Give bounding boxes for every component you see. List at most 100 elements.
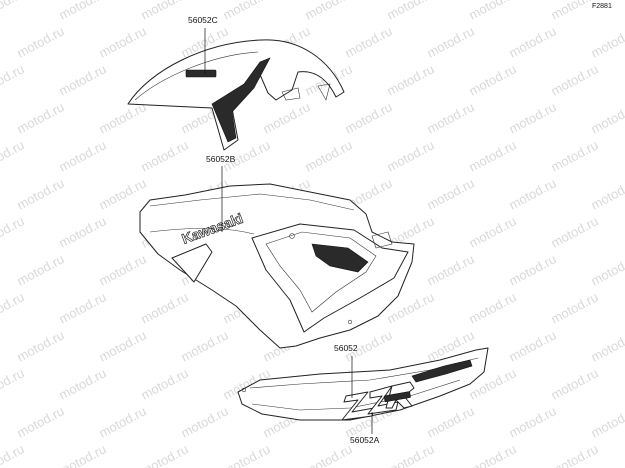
watermark-text: motod.ru	[384, 441, 436, 468]
watermark-text: motod.ru	[466, 289, 518, 326]
watermark-text: motod.ru	[14, 251, 66, 288]
fairing-left-vent	[171, 243, 213, 283]
watermark-text: motod.ru	[588, 403, 625, 440]
watermark-text: motod.ru	[424, 403, 476, 440]
watermark-text: motod.ru	[96, 23, 148, 60]
watermark-text: motod.ru	[0, 137, 27, 174]
front-fender-inner-line	[134, 51, 259, 101]
fairing-part-label[interactable]: 56052B	[206, 154, 236, 164]
fairing-bottom-fold	[149, 228, 255, 235]
watermark-text: motod.ru	[424, 23, 476, 60]
tail-cover-bolt-hole	[241, 387, 247, 393]
watermark-text: motod.ru	[56, 61, 108, 98]
watermark-text: motod.ru	[178, 327, 230, 364]
watermark-text: motod.ru	[588, 99, 625, 136]
front-fender-tab	[317, 83, 331, 101]
watermark-text: motod.ru	[56, 365, 108, 402]
watermark-text: motod.ru	[384, 137, 436, 174]
watermark-text: motod.ru	[302, 441, 354, 468]
watermark-text: motod.ru	[506, 175, 558, 212]
front-fender-bolt-hole	[223, 95, 229, 101]
watermark-text: motod.ru	[384, 61, 436, 98]
watermark-text: motod.ru	[506, 403, 558, 440]
fairing-bolt-hole-lower	[347, 319, 353, 325]
watermark-text: motod.ru	[138, 289, 190, 326]
watermark-text: motod.ru	[138, 0, 190, 23]
tail-cover-group: 56052 56052A	[237, 343, 489, 445]
watermark-text: motod.ru	[588, 327, 625, 364]
watermark-text: motod.ru	[466, 137, 518, 174]
watermark-text: motod.ru	[14, 403, 66, 440]
tail-cover-stripe[interactable]	[411, 359, 473, 383]
watermark-text: motod.ru	[424, 251, 476, 288]
front-fender-decal-stripe[interactable]	[211, 57, 271, 143]
watermark-text: motod.ru	[0, 289, 27, 326]
watermark-text: motod.ru	[178, 403, 230, 440]
watermark-text: motod.ru	[14, 175, 66, 212]
watermark-text: motod.ru	[302, 137, 354, 174]
watermark-text: motod.ru	[506, 251, 558, 288]
tail-logo-badge	[383, 391, 411, 403]
watermark-text: motod.ru	[548, 61, 600, 98]
watermark-text: motod.ru	[506, 327, 558, 364]
watermark-text: motod.ru	[548, 441, 600, 468]
fairing-decal-panel[interactable]	[311, 243, 369, 273]
watermark-text: motod.ru	[384, 0, 436, 23]
watermark-text: motod.ru	[466, 441, 518, 468]
watermark-text: motod.ru	[96, 251, 148, 288]
watermark-text: motod.ru	[96, 175, 148, 212]
watermark-text: motod.ru	[138, 137, 190, 174]
tail-logo-decal[interactable]	[341, 381, 415, 421]
watermark-text: motod.ru	[0, 213, 27, 250]
watermark-text: motod.ru	[138, 365, 190, 402]
watermark-text: motod.ru	[466, 61, 518, 98]
watermark-text: motod.ru	[14, 327, 66, 364]
watermark-text: motod.ru	[96, 403, 148, 440]
figure-code: F2881	[592, 3, 612, 10]
watermark-text: motod.ru	[0, 0, 27, 23]
tail-cover-lower-line	[251, 379, 461, 411]
watermark-text: motod.ru	[548, 213, 600, 250]
watermark-text: motod.ru	[56, 289, 108, 326]
watermark-text: motod.ru	[56, 213, 108, 250]
watermark-text: motod.ru	[56, 137, 108, 174]
watermark-text: motod.ru	[342, 23, 394, 60]
watermark-text: motod.ru	[260, 99, 312, 136]
fairing-top-edge	[149, 193, 355, 211]
watermark-text: motod.ru	[548, 137, 600, 174]
watermark-text: motod.ru	[506, 99, 558, 136]
front-fender-part-label[interactable]: 56052C	[188, 15, 218, 25]
watermark-text: motod.ru	[588, 175, 625, 212]
tail-cover-shape	[237, 347, 489, 421]
watermark-text: motod.ru	[302, 0, 354, 23]
watermark-text: motod.ru	[14, 23, 66, 60]
watermark-text: motod.ru	[0, 61, 27, 98]
watermark-text: motod.ru	[424, 99, 476, 136]
watermark-text: motod.ru	[96, 327, 148, 364]
fairing-mount-bracket	[371, 231, 393, 249]
watermark-text: motod.ru	[138, 441, 190, 468]
watermark-text: motod.ru	[466, 0, 518, 23]
watermark-text: motod.ru	[0, 365, 27, 402]
fairing-group: Kawasaki 56052B	[139, 154, 415, 349]
watermark-text: motod.ru	[506, 23, 558, 60]
watermark-text: motod.ru	[342, 99, 394, 136]
tail-logo-part-label[interactable]: 56052A	[350, 435, 380, 445]
watermark-text: motod.ru	[588, 251, 625, 288]
watermark-text: motod.ru	[466, 213, 518, 250]
tail-cover-part-label[interactable]: 56052	[334, 343, 358, 353]
front-fender-bracket	[281, 87, 301, 101]
watermark-text: motod.ru	[56, 441, 108, 468]
front-fender-badge[interactable]	[185, 69, 217, 78]
watermark-text: motod.ru	[548, 365, 600, 402]
watermark-text: motod.ru	[56, 0, 108, 23]
watermark-text: motod.ru	[220, 441, 272, 468]
fairing-cutout-inner	[265, 231, 377, 313]
watermark-text: motod.ru	[0, 441, 27, 468]
fairing-bolt-hole-upper	[289, 233, 295, 239]
watermark-text: motod.ru	[424, 175, 476, 212]
watermark-text: motod.ru	[14, 99, 66, 136]
watermark-text: motod.ru	[588, 23, 625, 60]
watermark-text: motod.ru	[220, 0, 272, 23]
